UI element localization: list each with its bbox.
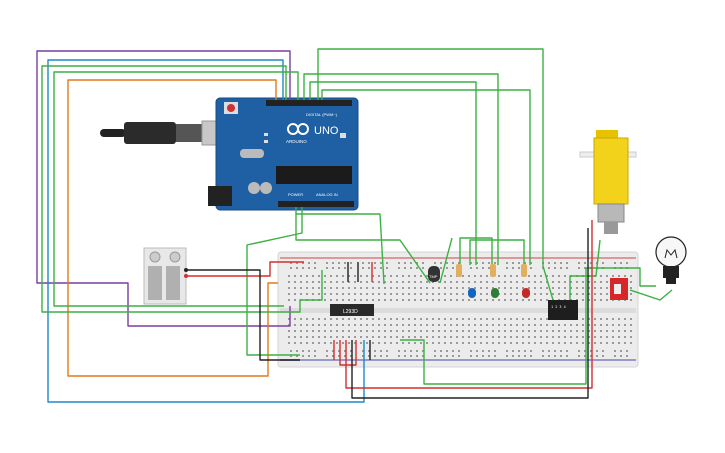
temperature-sensor[interactable]: TMP	[428, 266, 440, 282]
wire-green-6[interactable]	[321, 89, 531, 265]
atmega-chip	[276, 166, 352, 184]
wire-green-13[interactable]	[439, 237, 453, 284]
power-header-label: POWER	[288, 192, 303, 197]
power-jack	[208, 186, 232, 206]
wire-green-4[interactable]	[303, 73, 499, 265]
relay-label: 1 2 3 4	[551, 305, 566, 309]
led-green[interactable]	[491, 288, 499, 298]
led-red[interactable]	[522, 288, 530, 298]
wire-black-4[interactable]	[351, 228, 589, 399]
wire-green-12[interactable]	[469, 239, 525, 265]
resistor-2[interactable]	[490, 264, 496, 277]
wire-red-3[interactable]	[345, 220, 593, 389]
arduino-board[interactable]: UNO ARDUINO DIGITAL (PWM~) POWER ANALOG …	[100, 97, 359, 211]
board-brand-label: ARDUINO	[286, 139, 307, 144]
leds	[468, 288, 530, 298]
analog-header-label: ANALOG IN	[316, 192, 338, 197]
usb-cable	[100, 129, 126, 137]
wire-green-2[interactable]	[53, 71, 299, 307]
wire-green-8[interactable]	[295, 207, 431, 284]
digital-header-label: DIGITAL (PWM~)	[306, 112, 338, 117]
temperature-sensor-label: TMP	[429, 274, 438, 279]
wire-black-1[interactable]	[186, 269, 300, 361]
wire-green-10[interactable]	[400, 267, 656, 385]
dc-motor[interactable]	[579, 130, 637, 234]
resistor-3[interactable]	[521, 264, 527, 277]
wire-green-11[interactable]	[459, 237, 493, 265]
wire-green-7[interactable]	[246, 207, 303, 356]
wire-orange[interactable]	[67, 79, 278, 377]
led-blue[interactable]	[468, 288, 476, 298]
motor-driver-chip[interactable]: L293D	[330, 304, 374, 316]
wires	[36, 48, 673, 403]
relay[interactable]: 1 2 3 4	[548, 300, 578, 320]
resistors	[456, 264, 527, 277]
driver-chip-label: L293D	[343, 309, 358, 315]
wire-green-1[interactable]	[41, 65, 323, 313]
usb-plug	[124, 122, 176, 144]
slide-switch[interactable]	[610, 278, 628, 300]
wire-purple[interactable]	[36, 50, 291, 327]
wire-red-2[interactable]	[339, 340, 357, 366]
wire-green-14[interactable]	[569, 239, 601, 306]
resistor-1[interactable]	[456, 264, 462, 277]
board-model-label: UNO	[314, 125, 339, 137]
pushbutton-module[interactable]	[143, 247, 188, 305]
wire-green-3[interactable]	[317, 48, 554, 301]
wire-red-1[interactable]	[186, 261, 304, 277]
light-bulb[interactable]	[655, 236, 687, 284]
breadboard-holes	[288, 262, 632, 357]
wire-green-15[interactable]	[629, 289, 673, 301]
wire-green-5[interactable]	[309, 81, 477, 265]
wire-green-9[interactable]	[296, 213, 385, 285]
